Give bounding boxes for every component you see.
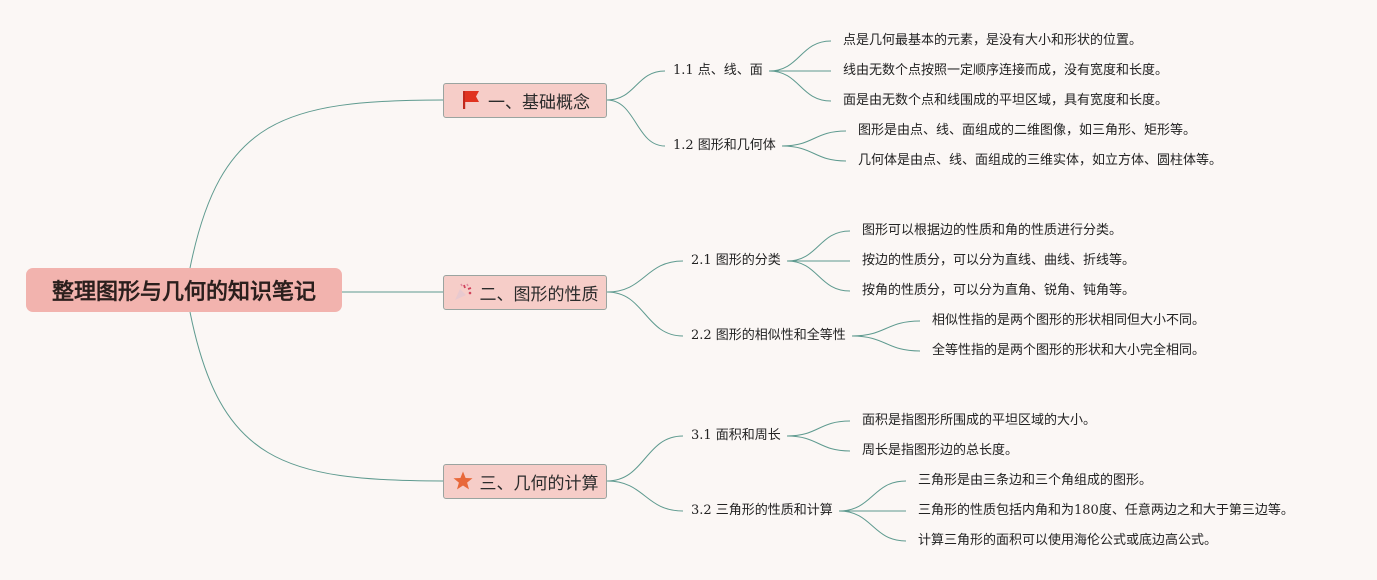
branch-label: 一、基础概念 [488, 92, 590, 113]
sub-leaf-link [786, 435, 851, 452]
sub-leaf-link [786, 420, 851, 437]
star-icon [452, 470, 474, 492]
leaf-note[interactable]: 面是由无数个点和线围成的平坦区域，具有宽度和长度。 [843, 93, 1169, 108]
branch-topic[interactable]: 二、图形的性质 [443, 274, 607, 310]
sub-leaf-link [781, 145, 847, 162]
leaf-note[interactable]: 图形可以根据边的性质和角的性质进行分类。 [862, 223, 1123, 238]
subtopic[interactable]: 3.1 面积和周长 [691, 428, 781, 443]
leaf-note[interactable]: 面积是指图形所围成的平坦区域的大小。 [862, 413, 1097, 428]
branch-topic[interactable]: 一、基础概念 [443, 82, 607, 118]
branch-sub-link [606, 480, 684, 512]
sub-leaf-link [851, 320, 921, 337]
leaf-note[interactable]: 全等性指的是两个图形的形状和大小完全相同。 [932, 343, 1206, 358]
subtopic[interactable]: 2.2 图形的相似性和全等性 [691, 328, 846, 343]
sub-leaf-link [781, 130, 847, 147]
sub-leaf-link [838, 510, 907, 542]
sub-leaf-link [851, 335, 921, 352]
root-topic[interactable]: 整理图形与几何的知识笔记 [26, 268, 342, 312]
branch-sub-link [606, 291, 684, 337]
sub-leaf-link [768, 70, 832, 102]
leaf-note[interactable]: 点是几何最基本的元素，是没有大小和形状的位置。 [843, 33, 1143, 48]
subtopic[interactable]: 3.2 三角形的性质和计算 [691, 503, 833, 518]
leaf-note[interactable]: 线由无数个点按照一定顺序连接而成，没有宽度和长度。 [843, 63, 1169, 78]
subtopic[interactable]: 1.2 图形和几何体 [673, 138, 776, 153]
leaf-note[interactable]: 计算三角形的面积可以使用海伦公式或底边高公式。 [918, 533, 1218, 548]
leaf-note[interactable]: 按角的性质分，可以分为直角、锐角、钝角等。 [862, 283, 1136, 298]
leaf-note[interactable]: 相似性指的是两个图形的形状相同但大小不同。 [932, 313, 1206, 328]
branch-topic[interactable]: 三、几何的计算 [443, 463, 607, 499]
leaf-note[interactable]: 按边的性质分，可以分为直线、曲线、折线等。 [862, 253, 1136, 268]
leaf-note[interactable]: 图形是由点、线、面组成的二维图像，如三角形、矩形等。 [858, 123, 1197, 138]
leaf-note[interactable]: 三角形的性质包括内角和为180度、任意两边之和大于第三边等。 [918, 503, 1294, 518]
sub-leaf-link [768, 40, 832, 72]
leaf-note[interactable]: 三角形是由三条边和三个角组成的图形。 [918, 473, 1153, 488]
leaf-note[interactable]: 几何体是由点、线、面组成的三维实体，如立方体、圆柱体等。 [858, 153, 1223, 168]
root-branch-link [189, 99, 444, 269]
branch-label: 三、几何的计算 [479, 473, 599, 494]
branch-sub-link [606, 70, 666, 101]
branch-label: 二、图形的性质 [479, 284, 599, 305]
leaf-note[interactable]: 周长是指图形边的总长度。 [862, 443, 1019, 458]
branch-sub-link [606, 435, 684, 482]
sub-leaf-link [838, 480, 907, 512]
branch-sub-link [606, 99, 666, 147]
sub-leaf-link [786, 230, 851, 262]
sub-leaf-link [786, 260, 851, 292]
branch-sub-link [606, 260, 684, 293]
subtopic[interactable]: 2.1 图形的分类 [691, 253, 781, 268]
root-branch-link [189, 311, 444, 482]
party-popper-icon [452, 281, 474, 303]
red-flag-icon [460, 89, 482, 111]
subtopic[interactable]: 1.1 点、线、面 [673, 63, 763, 78]
